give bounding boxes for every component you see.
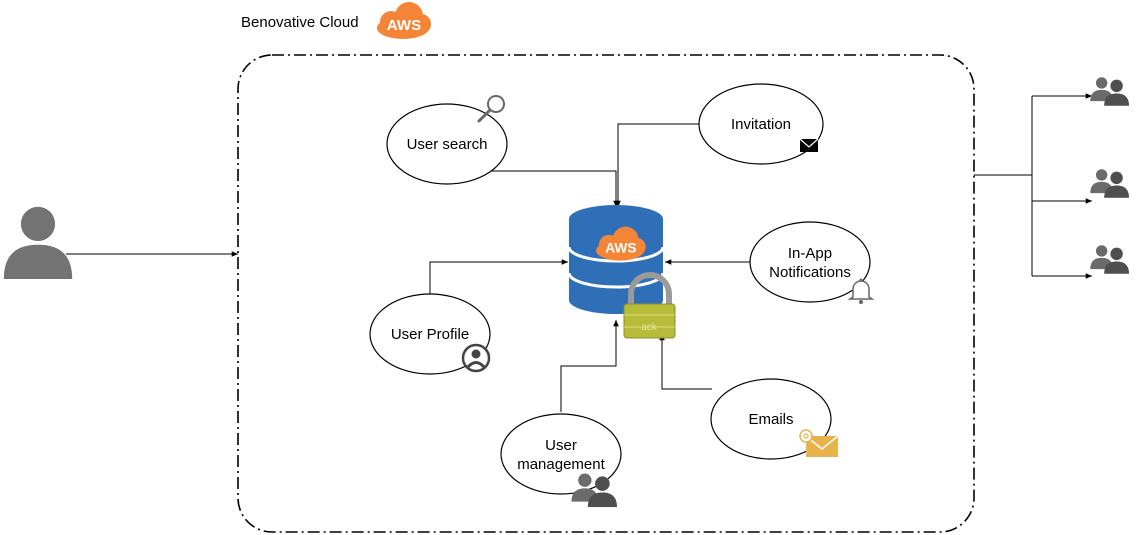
email-at-icon (799, 429, 839, 457)
node-label: User Profile (391, 326, 469, 343)
cloud-boundary (237, 54, 975, 533)
node-invitation: Invitation (698, 83, 824, 165)
user-actor-icon (3, 206, 73, 279)
user-group-icon (1090, 77, 1129, 106)
edge-profile-to-db (429, 259, 568, 294)
edge-emails-to-db (659, 334, 712, 390)
edge-search-to-db (490, 170, 619, 207)
node-label-line-2: management (517, 456, 605, 473)
aws-badge-text: AWS (387, 17, 421, 34)
node-label-line-1: User (545, 437, 577, 454)
padlock-icon: ack (623, 272, 676, 339)
node-label-line-2: Notifications (769, 264, 851, 281)
database-badge-text: AWS (605, 240, 636, 255)
aws-cloud-icon: AWS (596, 226, 646, 261)
aws-cloud-icon: AWS (377, 2, 431, 39)
node-in-app-notifications: In-App Notifications (749, 221, 871, 303)
user-group-icon (1090, 245, 1129, 274)
edge-invitation-to-db (615, 123, 700, 207)
node-label: User search (407, 136, 488, 153)
bell-icon (847, 278, 875, 304)
node-label-line-1: In-App (788, 245, 832, 262)
lock-label: ack (641, 322, 658, 333)
edge-management-to-db (560, 320, 619, 412)
connections (66, 93, 1092, 412)
user-group-icon (1090, 169, 1129, 198)
user-circle-icon (461, 343, 491, 373)
diagram-title: Benovative Cloud (241, 14, 359, 31)
node-user-profile: User Profile (369, 293, 491, 375)
node-label: Emails (748, 411, 793, 428)
node-label: Invitation (731, 116, 791, 133)
envelope-icon (799, 138, 819, 152)
node-user-management: User management (500, 413, 622, 495)
node-user-search: User search (386, 103, 508, 185)
magnifier-icon (477, 95, 505, 123)
